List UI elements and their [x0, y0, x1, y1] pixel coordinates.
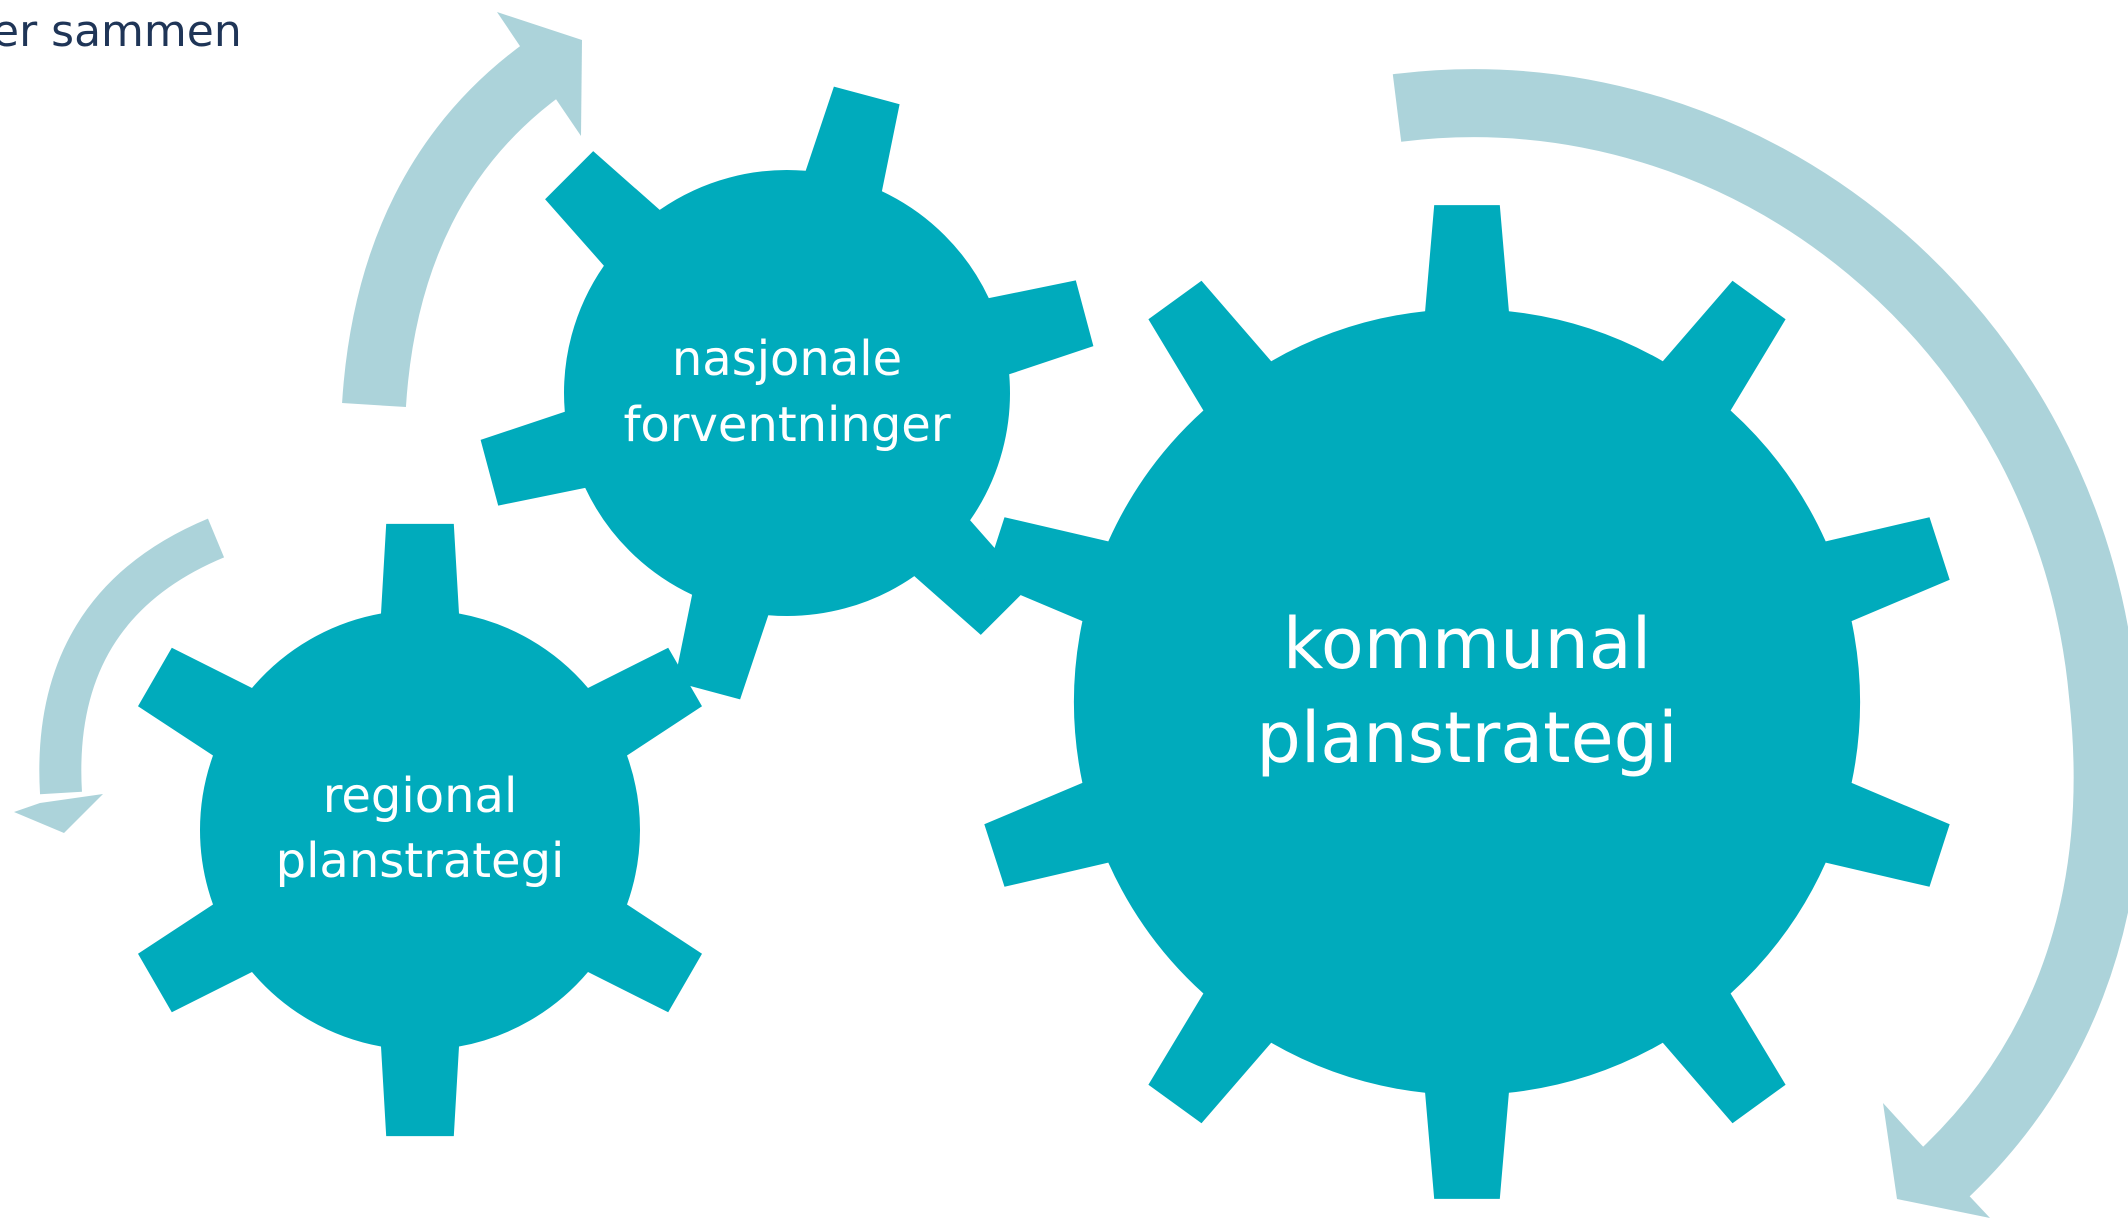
gear-regional-shape — [138, 523, 702, 1137]
gear-regional-label-line2: planstrategi — [276, 833, 565, 889]
header-text: er sammen — [0, 6, 242, 57]
gear-municipal-label-line1: kommunal — [1283, 603, 1651, 685]
arrow-top-left-shaft — [342, 43, 563, 408]
gear-national: nasjonale forventninger — [480, 86, 1094, 700]
gear-municipal-shape — [984, 205, 1950, 1199]
gear-national-label-line2: forventninger — [623, 397, 950, 453]
arrow-right-head — [1883, 1103, 1990, 1218]
gear-regional: regional planstrategi — [138, 523, 702, 1137]
arrow-right-shaft — [1392, 69, 2128, 1210]
arrow-left — [14, 518, 225, 833]
arrow-right — [1392, 69, 2128, 1218]
gear-national-label-line1: nasjonale — [672, 331, 902, 387]
gear-municipal-label-line2: planstrategi — [1256, 697, 1677, 779]
gear-municipal: kommunal planstrategi — [984, 205, 1950, 1199]
gear-national-shape — [480, 86, 1094, 700]
gear-regional-label-line1: regional — [323, 768, 518, 824]
arrow-top-left-head — [497, 12, 582, 136]
arrow-top-left — [342, 12, 582, 408]
arrow-left-shaft — [39, 518, 225, 795]
arrow-left-head — [14, 794, 103, 833]
